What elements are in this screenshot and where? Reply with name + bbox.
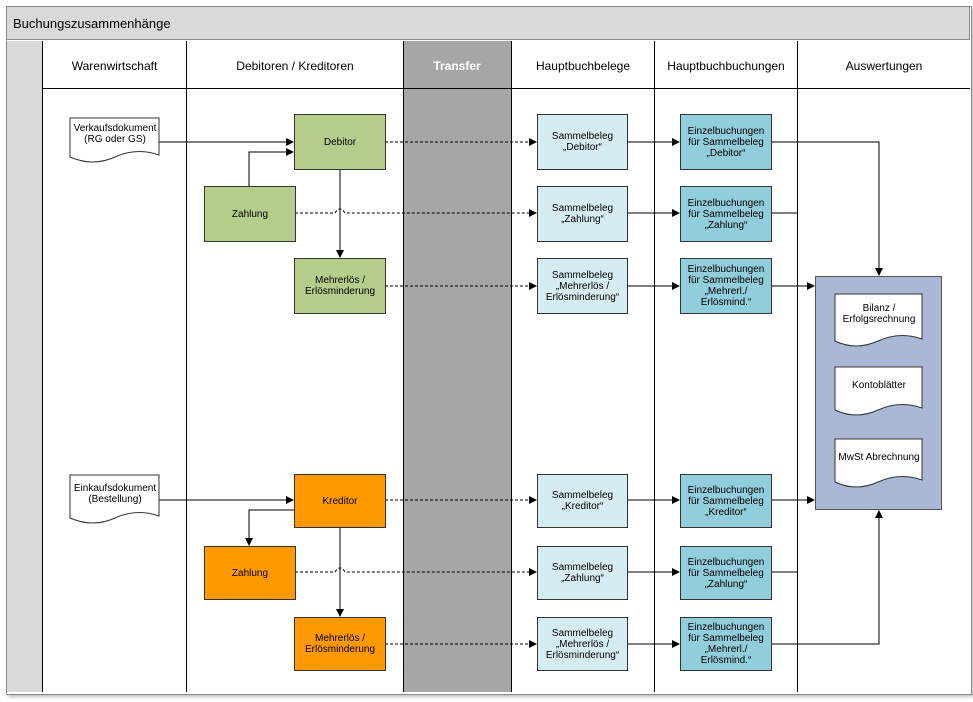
header-divider (42, 88, 970, 89)
mwst-document: MwSt Abrechnung (834, 438, 924, 490)
sammelbeleg-debitor: Sammelbeleg „Debitor“ (537, 114, 628, 170)
sammelbeleg-mehrerloes-kreditor: Sammelbeleg „Mehrerlös / Erlösminderung“ (537, 617, 628, 671)
lane-header-hauptbuchbuchungen: Hauptbuchbuchungen (667, 59, 785, 73)
lane-header-transfer: Transfer (433, 59, 481, 73)
lane-header-warenwirtschaft: Warenwirtschaft (71, 59, 158, 73)
sammelbeleg-kreditor: Sammelbeleg „Kreditor“ (537, 474, 628, 528)
document-shape (834, 293, 923, 347)
document-shape (834, 366, 923, 416)
bilanz-document: Bilanz / Erfolgsrechnung (834, 293, 924, 349)
verkaufsdokument: Verkaufsdokument (RG oder GS) (69, 117, 161, 165)
document-shape (69, 474, 160, 524)
document-shape (69, 117, 160, 163)
zahlung-kreditor-box: Zahlung (204, 546, 296, 600)
bilanz-label: Bilanz / Erfolgsrechnung (842, 303, 916, 325)
lane-header-hauptbuchbelege: Hauptbuchbelege (535, 59, 631, 73)
mwst-label: MwSt Abrechnung (838, 452, 920, 463)
arrow-buchung-mehrerloes-k-panel (771, 510, 883, 645)
sammelbeleg-mehrerloes-debitor: Sammelbeleg „Mehrerlös / Erlösminderung“ (537, 258, 628, 314)
kontoblaetter-label: Kontoblätter (852, 380, 906, 391)
mehrerloes-debitor-box: Mehrerlös / Erlösminderung (294, 258, 386, 314)
lane-divider (186, 41, 187, 692)
left-strip (7, 41, 42, 692)
einzelbuchungen-kreditor: Einzelbuchungen für Sammelbeleg „Kredito… (680, 474, 772, 528)
kontoblaetter-document: Kontoblätter (834, 366, 924, 418)
arrow-kreditor-zahlung (245, 509, 295, 546)
mehrerloes-kreditor-box: Mehrerlös / Erlösminderung (294, 617, 386, 671)
document-shape (834, 438, 923, 488)
zahlung-debitor-box: Zahlung (204, 186, 296, 242)
einzelbuchungen-zahlung-kreditor: Einzelbuchungen für Sammelbeleg „Zahlung… (680, 546, 772, 600)
arrow-buchung-debitor-panel (771, 141, 883, 276)
diagram-title: Buchungszusammenhänge (6, 6, 970, 40)
verkaufsdokument-label: Verkaufsdokument (RG oder GS) (73, 123, 157, 145)
debitor-box: Debitor (294, 114, 386, 170)
lane-header-auswertungen: Auswertungen (845, 59, 923, 73)
einkaufsdokument-label: Einkaufsdokument (Bestellung) (73, 483, 157, 505)
lane-divider (797, 41, 798, 692)
einzelbuchungen-mehrerloes-kreditor: Einzelbuchungen für Sammelbeleg „Mehrerl… (680, 617, 772, 671)
transfer-column (403, 41, 511, 692)
lane-divider (403, 41, 404, 692)
arrow-zahlung-debitor (248, 148, 294, 186)
sammelbeleg-zahlung-kreditor: Sammelbeleg „Zahlung“ (537, 546, 628, 600)
einkaufsdokument: Einkaufsdokument (Bestellung) (69, 474, 161, 526)
lane-divider (42, 41, 43, 692)
lane-divider (511, 41, 512, 692)
einzelbuchungen-zahlung-debitor: Einzelbuchungen für Sammelbeleg „Zahlung… (680, 186, 772, 242)
einzelbuchungen-mehrerloes-debitor: Einzelbuchungen für Sammelbeleg „Mehrerl… (680, 258, 772, 314)
lane-divider (654, 41, 655, 692)
einzelbuchungen-debitor: Einzelbuchungen für Sammelbeleg „Debitor… (680, 114, 772, 170)
sammelbeleg-zahlung-debitor: Sammelbeleg „Zahlung“ (537, 186, 628, 242)
arrow-zahlung-beleg (295, 208, 537, 217)
lane-header-debitoren-kreditoren: Debitoren / Kreditoren (236, 59, 354, 73)
kreditor-box: Kreditor (294, 474, 386, 528)
arrow-zahlung-beleg-kreditor (295, 567, 537, 576)
